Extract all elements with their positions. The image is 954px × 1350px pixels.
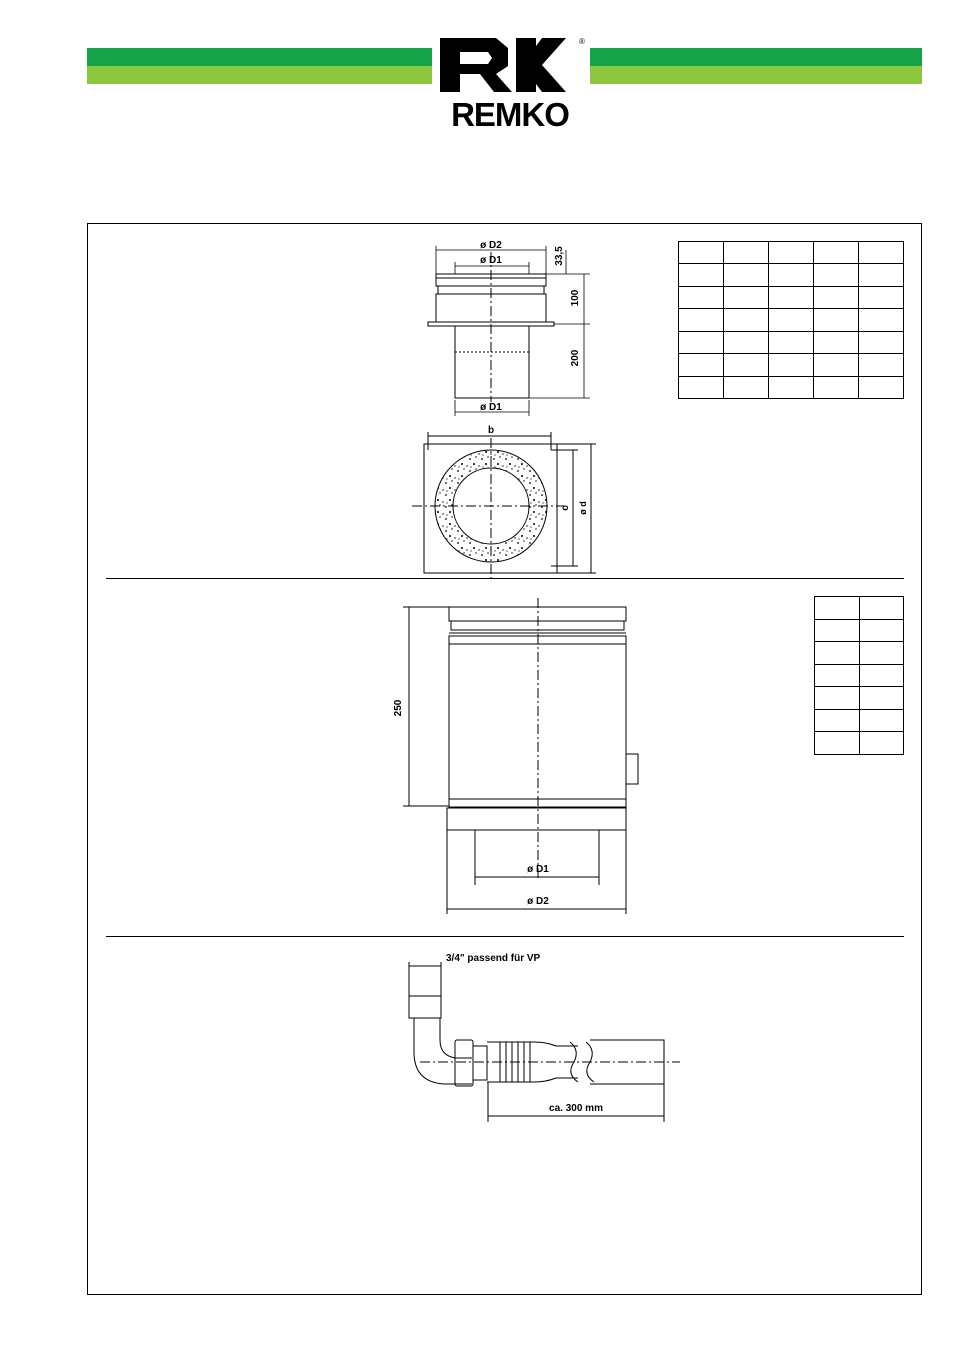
- table-cell: [678, 353, 724, 377]
- table-cell: [723, 375, 769, 400]
- table-cell: [814, 686, 860, 710]
- table-cell: [813, 308, 859, 332]
- label-length: ca. 300 mm: [549, 1103, 603, 1114]
- table-row: [678, 353, 904, 377]
- table-cell: [858, 596, 904, 620]
- label-c: c: [560, 505, 571, 511]
- adapter-top-view: [412, 432, 596, 578]
- table-cell: [678, 285, 724, 310]
- adapter-dimension-lines: [435, 246, 590, 416]
- table-cell: [813, 240, 859, 265]
- label-fitting: 3/4" passend für VP: [446, 953, 541, 964]
- table-cell: [768, 330, 814, 355]
- table-cell: [858, 330, 904, 355]
- table-row: [814, 596, 904, 620]
- section-divider-1: [106, 578, 904, 579]
- table-cell: [814, 641, 860, 665]
- table-row: [678, 240, 904, 265]
- table-cell: [678, 375, 724, 400]
- table-cell: [678, 240, 724, 265]
- table-cell: [858, 641, 904, 665]
- table-cell: [768, 375, 814, 400]
- label-d2-top: ø D2: [480, 240, 502, 251]
- table-cell: [813, 353, 859, 377]
- table-cell: [858, 263, 904, 287]
- table-row: [678, 330, 904, 355]
- table-cell: [814, 708, 860, 733]
- table-cell: [814, 596, 860, 620]
- table-cell: [723, 308, 769, 332]
- table-cell: [723, 353, 769, 377]
- table-cell: [678, 308, 724, 332]
- label-b: b: [488, 425, 494, 436]
- table-row: [678, 285, 904, 310]
- table-row: [814, 618, 904, 643]
- table-cell: [768, 240, 814, 265]
- content-frame: [87, 223, 922, 1295]
- condensate-trap-view: [403, 598, 639, 914]
- table-cell: [814, 731, 860, 755]
- table-cell: [678, 330, 724, 355]
- hose-view: [408, 962, 680, 1122]
- table-cell: [813, 285, 859, 310]
- registered-mark: ®: [579, 37, 585, 46]
- table-cell: [858, 240, 904, 265]
- table-row: [814, 708, 904, 733]
- table-cell: [723, 263, 769, 287]
- table-cell: [858, 308, 904, 332]
- table-cell: [813, 263, 859, 287]
- table-cell: [814, 618, 860, 643]
- label-d1-bottom: ø D1: [480, 402, 502, 413]
- table-row: [678, 308, 904, 332]
- table-row: [814, 663, 904, 688]
- table-row: [814, 731, 904, 755]
- table-cell: [858, 353, 904, 377]
- table-row: [814, 641, 904, 665]
- label-250: 250: [393, 699, 404, 716]
- table-cell: [858, 708, 904, 733]
- header-band-light-left: [87, 66, 432, 84]
- table-cell: [814, 663, 860, 688]
- remko-logo: ® REMKO: [432, 32, 590, 133]
- adapter-side-view: [427, 252, 555, 402]
- label-d1-top: ø D1: [480, 255, 502, 266]
- table-cell: [858, 731, 904, 755]
- section1-dimension-table: [678, 240, 904, 400]
- table-cell: [768, 308, 814, 332]
- header-band-dark-left: [87, 48, 432, 66]
- section-divider-2: [106, 936, 904, 937]
- brand-name: REMKO: [451, 96, 569, 132]
- remko-logo-graphic: ® REMKO: [440, 37, 585, 133]
- table-cell: [858, 618, 904, 643]
- table-cell: [858, 375, 904, 400]
- label-d: ø d: [578, 501, 588, 515]
- table-cell: [768, 263, 814, 287]
- table-cell: [768, 353, 814, 377]
- label-trap-d1: ø D1: [527, 864, 549, 875]
- table-row: [814, 686, 904, 710]
- table-row: [678, 263, 904, 287]
- header-band-light-right: [575, 66, 922, 84]
- table-cell: [723, 285, 769, 310]
- label-200: 200: [570, 349, 581, 366]
- table-cell: [723, 330, 769, 355]
- table-row: [678, 375, 904, 400]
- label-33-5: 33,5: [554, 246, 565, 266]
- table-cell: [813, 330, 859, 355]
- section2-dimension-table: [814, 596, 904, 755]
- table-cell: [858, 663, 904, 688]
- label-trap-d2: ø D2: [527, 896, 549, 907]
- header-band-dark-right: [575, 48, 922, 66]
- table-cell: [858, 285, 904, 310]
- table-cell: [723, 240, 769, 265]
- table-cell: [768, 285, 814, 310]
- table-cell: [813, 375, 859, 400]
- table-cell: [858, 686, 904, 710]
- label-100: 100: [570, 289, 581, 306]
- table-cell: [678, 263, 724, 287]
